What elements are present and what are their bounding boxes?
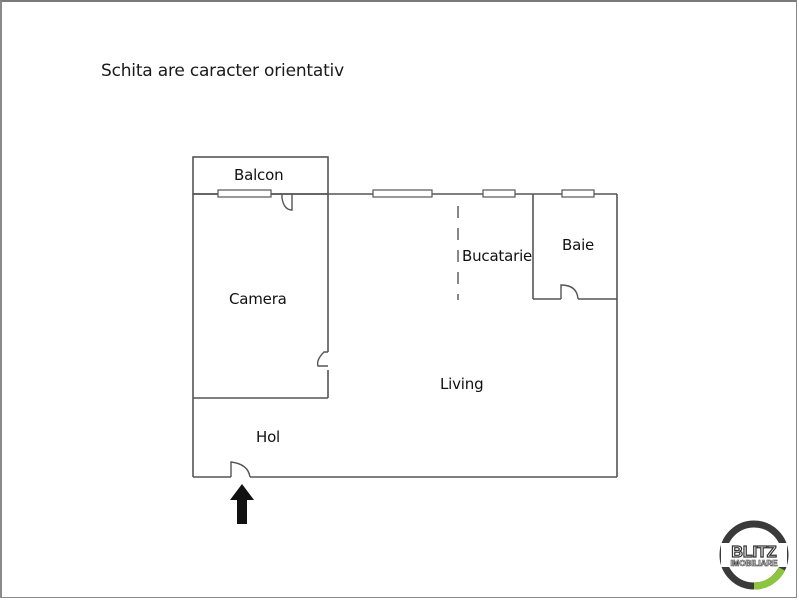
room-label-living: Living [440,375,484,393]
door-baie-icon [560,284,579,300]
blitz-logo: BLITZ IMOBILIARE [718,519,790,591]
window-bucatarie [482,189,516,198]
entrance-arrow-icon [230,484,254,524]
door-balcon-icon [281,194,293,211]
room-label-balcon: Balcon [234,166,284,184]
room-label-camera: Camera [229,290,287,308]
room-label-hol: Hol [256,428,281,446]
logo-text-imobiliare: IMOBILIARE [730,559,778,568]
door-entrance-icon [230,461,251,478]
disclaimer-note: Schita are caracter orientativ [101,61,344,81]
room-label-baie: Baie [562,236,595,254]
room-label-bucatarie: Bucatarie [462,247,533,265]
window-baie [561,189,595,198]
logo-text-blitz: BLITZ [731,544,777,561]
window-living [372,189,433,198]
window-balcon [217,189,272,198]
door-camera-icon [316,351,328,367]
